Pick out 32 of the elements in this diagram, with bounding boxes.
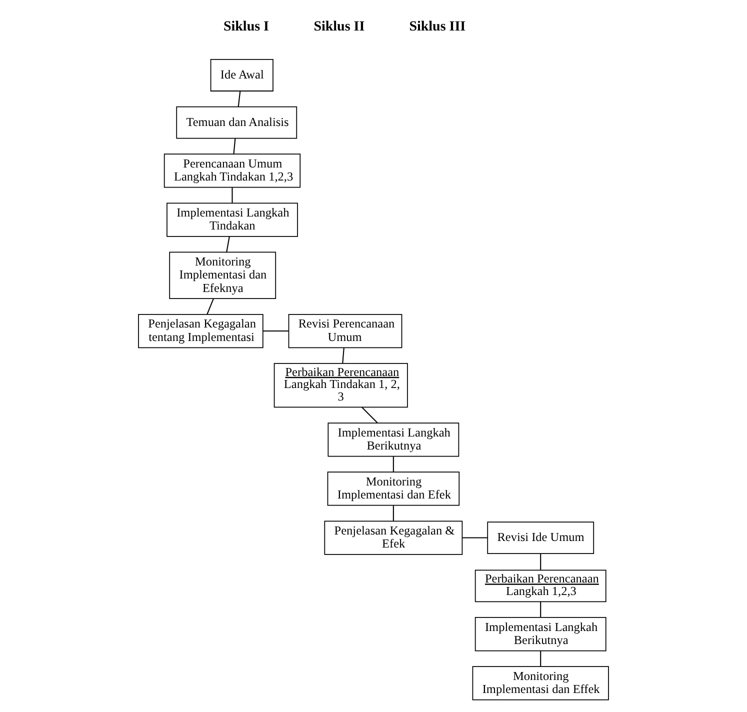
node-box: Monitoring Implementasi dan Efek: [327, 472, 460, 506]
connector: [206, 298, 214, 314]
node-box: Perbaikan Perencanaan Langkah Tindakan 1, 2, 3: [274, 363, 408, 408]
label: Siklus II: [314, 19, 365, 34]
connector: [233, 138, 236, 154]
node-box: Perbaikan Perencanaan Langkah 1,2,3: [474, 570, 606, 602]
node-box: Implementasi Langkah Berikutnya: [328, 422, 460, 457]
connector: [392, 506, 394, 521]
label: Siklus I: [223, 19, 270, 34]
node-box: Perencanaan Umum Langkah Tindakan 1,2,3: [164, 154, 301, 188]
node-box: Implementasi Langkah Berikutnya: [474, 617, 606, 652]
connector: [362, 406, 378, 424]
connector: [540, 651, 542, 666]
node-box: Ide Awal: [210, 59, 274, 92]
connector: [540, 554, 542, 570]
connector: [462, 537, 488, 538]
connector: [540, 602, 542, 618]
node-box: Penjelasan Kegagalan & Efek: [324, 520, 463, 555]
node-box: Temuan dan Analisis: [176, 106, 298, 139]
connector: [232, 188, 233, 203]
node-box: Monitoring Implementasi dan Effek: [472, 666, 609, 700]
node-box: Penjelasan Kegagalan tentang Implementasi: [138, 314, 264, 348]
connector: [263, 330, 288, 332]
connector: [238, 90, 241, 107]
node-box: Implementasi Langkah Tindakan: [166, 202, 298, 237]
node-box: Revisi Perencanaan Umum: [288, 314, 402, 348]
connector: [342, 348, 344, 364]
node-box: Monitoring Implementasi dan Efeknya: [169, 252, 276, 300]
connector: [226, 236, 230, 252]
node-box: Revisi Ide Umum: [487, 522, 594, 554]
label: Siklus III: [409, 19, 466, 34]
connector: [392, 456, 394, 472]
